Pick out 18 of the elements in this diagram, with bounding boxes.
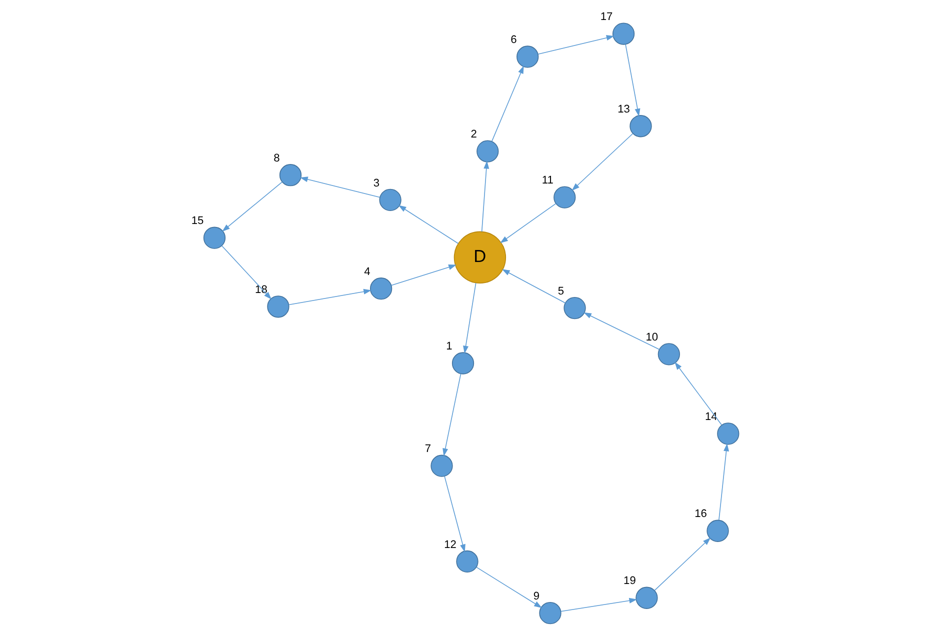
node-label: 12 (444, 538, 456, 551)
node-label: 3 (372, 177, 380, 190)
node-label: 7 (424, 443, 430, 456)
node-label: 11 (541, 174, 553, 187)
node-label: 15 (190, 215, 204, 228)
node-label: 16 (694, 508, 706, 520)
node-label: 17 (600, 11, 612, 24)
node-label: 10 (645, 332, 658, 344)
node-label: 2 (470, 128, 476, 141)
node-label: 14 (704, 411, 717, 424)
node-label: 4 (364, 266, 370, 278)
node-label: 9 (532, 590, 539, 602)
node-label: 19 (623, 575, 636, 588)
node-label: 5 (557, 285, 564, 298)
node-label: 1 (446, 340, 452, 353)
node-label: 6 (510, 34, 516, 46)
node-label: 8 (273, 152, 280, 164)
node-label: 13 (617, 103, 630, 116)
